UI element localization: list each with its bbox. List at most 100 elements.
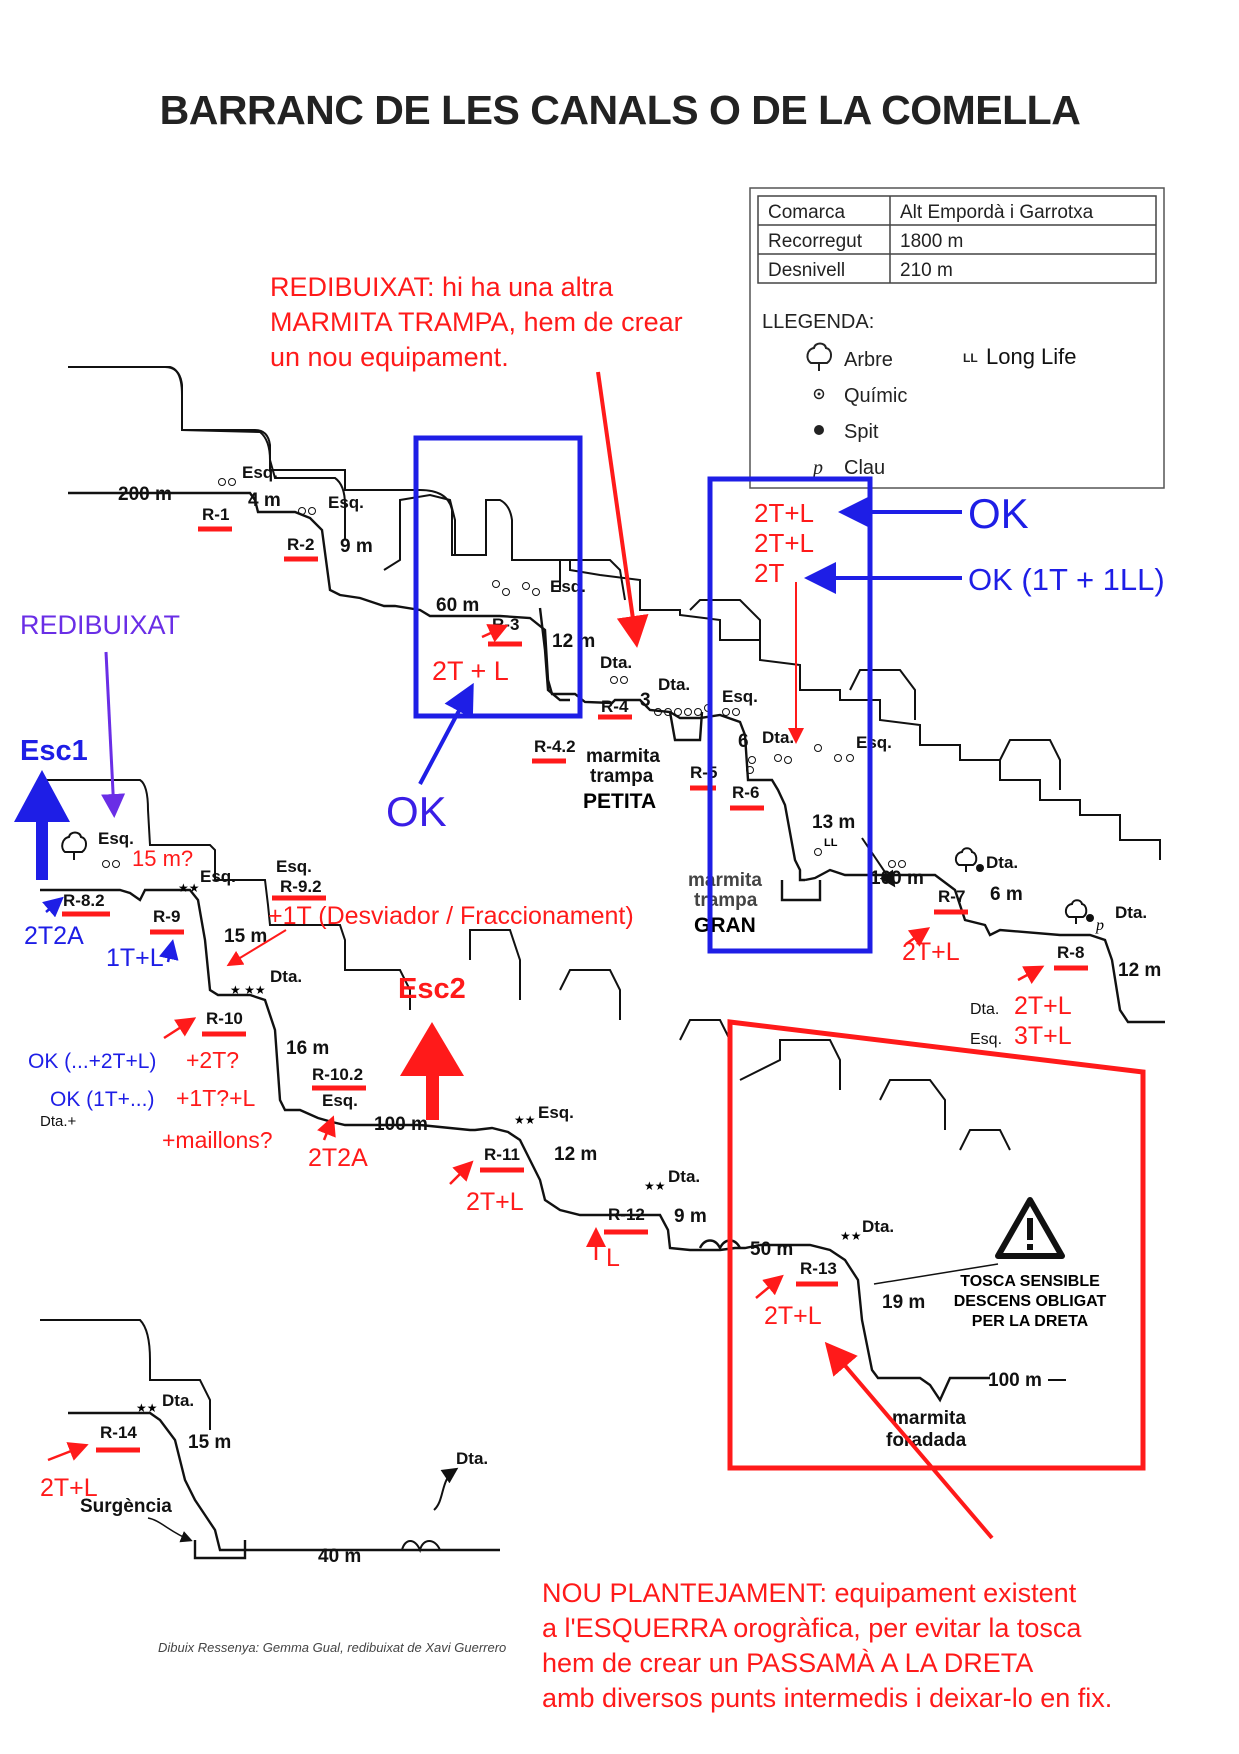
exit-direction-label: Dta. [456, 1449, 488, 1468]
canyon-profile-middle [40, 779, 761, 1252]
esc2-arrow-icon [400, 1022, 464, 1120]
rappel-r4-side-a: Dta. [600, 653, 632, 672]
cliff-lines-top [68, 366, 1061, 790]
distance-200m: 200 m [118, 484, 172, 505]
legend-clau: Clau [844, 457, 885, 479]
warning-line-2: DESCENS OBLIGAT [954, 1293, 1107, 1310]
legend-spit: Spit [844, 421, 879, 443]
tree-icon [806, 342, 832, 371]
distance-50m: 50 m [750, 1239, 793, 1260]
esc1-arrow-icon [14, 770, 70, 880]
note-nou-plantejament-4: amb diversos punts intermedis i deixar-l… [542, 1683, 1112, 1713]
rappel-r2-height: 9 m [340, 536, 373, 557]
rappel-r7: R-7 [938, 887, 965, 906]
rappel-r9: R-9 [153, 907, 180, 926]
rappel-r13-side: Dta. [862, 1217, 894, 1236]
eq-r8-2: 2T2A [24, 922, 84, 950]
label-marmita-foradada-1: marmita [892, 1408, 966, 1429]
info-value-recorregut: 1800 m [900, 231, 963, 252]
rappel-r13-height: 19 m [882, 1292, 925, 1313]
rappel-r10-2: R-10.2 [312, 1065, 363, 1084]
rappel-r9-2: R-9.2 [280, 877, 322, 896]
annotations: REDIBUIXAT: hi ha una altra MARMITA TRAM… [14, 272, 1165, 1713]
rappel-markers-top: R-1 4 m Esq. R-2 9 m Esq. R-3 12 m Esq. … [118, 463, 1161, 981]
rappel-r8-2-side: Esq. [98, 829, 134, 848]
esc1-label: Esc1 [20, 735, 88, 767]
info-value-comarca: Alt Empordà i Garrotxa [900, 202, 1094, 223]
eq-r5-line-2: 2T+L [754, 528, 814, 558]
eq-r14: 2T+L [40, 1474, 98, 1502]
spit-icon: ★★ [178, 881, 200, 895]
ok-label-r3: OK [386, 788, 447, 835]
eq-r5-line-1: 2T+L [754, 498, 814, 528]
eq-r10-dta: Dta.+ [40, 1113, 77, 1130]
eq-r10-b: +1T?+L [176, 1085, 255, 1111]
canyon-profile-top [68, 366, 1165, 1024]
rappel-r2-side: Esq. [328, 493, 364, 512]
rappel-r10-side: Dta. [270, 967, 302, 986]
rappel-r2: R-2 [287, 535, 314, 554]
rappel-r7-side: Dta. [986, 853, 1018, 872]
legend-long-life: Long Life [986, 344, 1077, 369]
eq-r8-dta-label: Dta. [970, 1001, 999, 1018]
rappel-r5-height: 6 [738, 731, 749, 752]
tree-icon [1064, 899, 1088, 924]
distance-100m-b: 100 m [374, 1114, 428, 1135]
piton-icon: p [1095, 917, 1104, 934]
chemical-anchor-icon [888, 860, 906, 868]
rappel-r12-height: 9 m [674, 1206, 707, 1227]
info-key-desnivell: Desnivell [768, 260, 845, 281]
rappel-r10: R-10 [206, 1009, 243, 1028]
label-marmita-petita-2: trampa [590, 766, 654, 787]
rappel-r8-2: R-8.2 [63, 891, 105, 910]
rappel-r3-side: Esq. [550, 577, 586, 596]
label-marmita-petita-1: marmita [586, 746, 660, 767]
rappel-r4-height: 3 [640, 690, 651, 711]
info-value-desnivell: 210 m [900, 260, 953, 281]
rappel-r10-2-side: Esq. [322, 1091, 358, 1110]
box-r3-ok [413, 435, 583, 719]
spit-icon: ★ ★★ [230, 983, 266, 997]
note-nou-plantejament-1: NOU PLANTEJAMENT: equipament existent [542, 1578, 1077, 1608]
rappel-r6-side-b: Esq. [856, 733, 892, 752]
rappel-r9-side: Esq. [200, 867, 236, 886]
note-nou-plantejament-2: a l'ESQUERRA orogràfica, per evitar la t… [542, 1613, 1082, 1643]
rappel-r5: R-5 [690, 763, 717, 782]
rappel-r6-height: 13 m [812, 812, 855, 833]
rappel-r13: R-13 [800, 1259, 837, 1278]
legend-heading: LLEGENDA: [762, 311, 874, 333]
note-redibuixat-red-1: REDIBUIXAT: hi ha una altra [270, 272, 614, 302]
rappel-r14-side: Dta. [162, 1391, 194, 1410]
spit-icon [814, 425, 824, 435]
rappel-r6-side-a: Dta. [762, 728, 794, 747]
rappel-r7-height: 6 m [990, 884, 1023, 905]
info-table: Comarca Alt Empordà i Garrotxa Recorregu… [757, 195, 1157, 284]
chemical-anchor-icon [774, 744, 854, 764]
rappel-r11-height: 12 m [554, 1144, 597, 1165]
rappel-r11-side: Esq. [538, 1103, 574, 1122]
distance-60m: 60 m [436, 595, 479, 616]
label-surgencia: Surgència [80, 1496, 172, 1517]
eq-r8-esq: 3T+L [1014, 1022, 1072, 1050]
spit-icon: ★★ [514, 1113, 536, 1127]
chemical-anchor-icon [610, 676, 712, 716]
credit-line: Dibuix Ressenya: Gemma Gual, redibuixat … [158, 1640, 506, 1655]
note-nou-plantejament-3: hem de crear un PASSAMÀ A LA DRETA [542, 1648, 1033, 1678]
rappel-r1-side: Esq. [242, 463, 278, 482]
piton-icon: p [811, 457, 823, 479]
eq-r9-2: +1T (Desviador / Fraccionament) [268, 902, 634, 930]
long-life-icon: LL [963, 351, 978, 365]
warning-line-3: PER LA DRETA [972, 1313, 1089, 1330]
warning-icon [995, 1197, 1065, 1259]
eq-r3: 2T + L [432, 656, 509, 686]
rappel-r3-height: 12 m [552, 631, 595, 652]
tree-icon [954, 847, 978, 872]
arrow-to-r7 [861, 837, 896, 888]
spit-icon: ★★ [840, 1229, 862, 1243]
warning-line-1: TOSCA SENSIBLE [960, 1273, 1100, 1290]
spit-icon: ★★ [644, 1179, 666, 1193]
esc2-label: Esc2 [398, 973, 466, 1005]
rappel-r6: R-6 [732, 783, 759, 802]
chemical-anchor-icon [813, 388, 825, 400]
